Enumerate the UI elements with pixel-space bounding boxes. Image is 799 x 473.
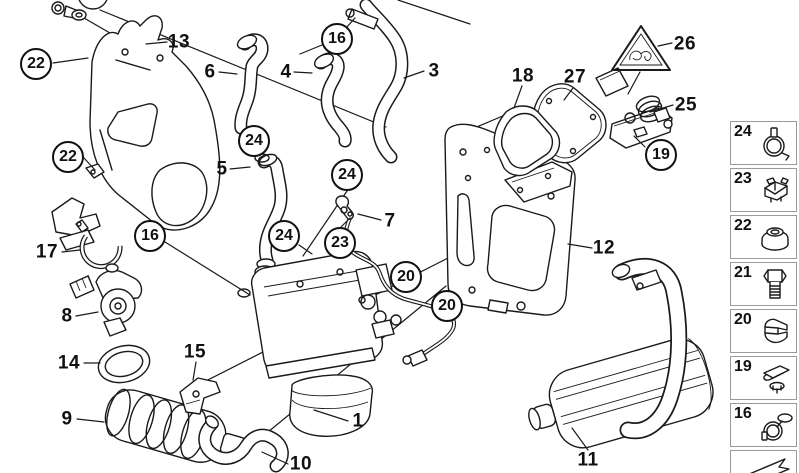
spring-band-clamp-icon <box>763 127 790 161</box>
hose-clamp-icon <box>761 413 793 441</box>
balloon-16-b[interactable]: 16 <box>134 220 166 252</box>
water-hose-part-3 <box>345 0 409 164</box>
sidebar-item-20[interactable]: 20 <box>730 309 797 353</box>
callout-14[interactable]: 14 <box>57 352 81 374</box>
callout-10[interactable]: 10 <box>289 453 313 473</box>
sidebar-number: 24 <box>734 123 752 140</box>
callout-leader-lines <box>52 17 674 465</box>
callout-9[interactable]: 9 <box>61 408 73 430</box>
balloon-22-b[interactable]: 22 <box>52 141 84 173</box>
speed-nut-icon <box>763 365 790 394</box>
direction-arrow-icon <box>749 458 790 473</box>
sidebar-number: 21 <box>734 264 752 281</box>
callout-8[interactable]: 8 <box>61 305 73 327</box>
sidebar-item-24[interactable]: 24 <box>730 121 797 165</box>
clamp-part-17 <box>75 219 123 270</box>
callout-25[interactable]: 25 <box>674 94 698 116</box>
clip-nut-icon <box>764 177 789 203</box>
sidebar-number: 20 <box>734 311 752 328</box>
callout-27[interactable]: 27 <box>563 66 587 88</box>
sidebar-item-16[interactable]: 16 <box>730 403 797 447</box>
small-fitting-top-left <box>51 1 87 21</box>
callout-6[interactable]: 6 <box>204 61 216 83</box>
balloon-16-a[interactable]: 16 <box>321 23 353 55</box>
wiring-harness-part-7 <box>335 195 457 367</box>
callout-17[interactable]: 17 <box>35 241 59 263</box>
auxiliary-heater-part-1 <box>250 250 402 437</box>
flange-nut-icon <box>761 227 789 251</box>
callout-5[interactable]: 5 <box>216 158 228 180</box>
water-hose-part-6 <box>234 33 269 135</box>
balloon-24-b[interactable]: 24 <box>331 159 363 191</box>
gasket-part-18 <box>493 105 561 177</box>
partial-balloon-top-left <box>78 0 108 10</box>
balloon-23[interactable]: 23 <box>324 227 356 259</box>
callout-11[interactable]: 11 <box>577 449 599 471</box>
callout-4[interactable]: 4 <box>280 61 292 83</box>
balloon-19[interactable]: 19 <box>645 139 677 171</box>
metering-pump-part-25 <box>595 67 673 149</box>
sidebar-item-19[interactable]: 19 <box>730 356 797 400</box>
callout-15[interactable]: 15 <box>183 341 207 363</box>
warning-triangle-part-26 <box>611 25 671 71</box>
sidebar-item-23[interactable]: 23 <box>730 168 797 212</box>
callout-13[interactable]: 13 <box>167 31 191 53</box>
heat-shield-part-13 <box>51 15 221 251</box>
sidebar-number: 22 <box>734 217 752 234</box>
callout-7[interactable]: 7 <box>384 210 396 232</box>
callout-26[interactable]: 26 <box>673 33 697 55</box>
hex-bolt-icon <box>763 269 787 299</box>
balloon-20-b[interactable]: 20 <box>431 290 463 322</box>
holder-part-15 <box>179 377 221 415</box>
balloon-22-a[interactable]: 22 <box>20 48 52 80</box>
sidebar-item-22[interactable]: 22 <box>730 215 797 259</box>
exhaust-hose-part-10 <box>198 415 289 473</box>
sidebar-item-21[interactable]: 21 <box>730 262 797 306</box>
sidebar-number: 16 <box>734 405 752 422</box>
callout-18[interactable]: 18 <box>511 65 535 87</box>
exhaust-silencer-part-11 <box>528 258 714 449</box>
balloon-20-a[interactable]: 20 <box>390 261 422 293</box>
mounting-plate-part-12 <box>444 123 576 316</box>
balloon-24-a[interactable]: 24 <box>238 125 270 157</box>
callout-1[interactable]: 1 <box>352 410 364 432</box>
sidebar-number: 19 <box>734 358 752 375</box>
hose-ring-part-14 <box>97 344 151 384</box>
sidebar-item-direction[interactable] <box>730 450 797 473</box>
callout-12[interactable]: 12 <box>592 237 616 259</box>
callout-3[interactable]: 3 <box>428 60 440 82</box>
balloon-24-c[interactable]: 24 <box>268 220 300 252</box>
water-pump-part-8 <box>69 263 143 337</box>
fastener-legend-sidebar: 24 23 22 21 <box>730 121 797 473</box>
retaining-clip-icon <box>764 318 788 344</box>
water-hose-part-4 <box>313 52 352 148</box>
sidebar-number: 23 <box>734 170 752 187</box>
